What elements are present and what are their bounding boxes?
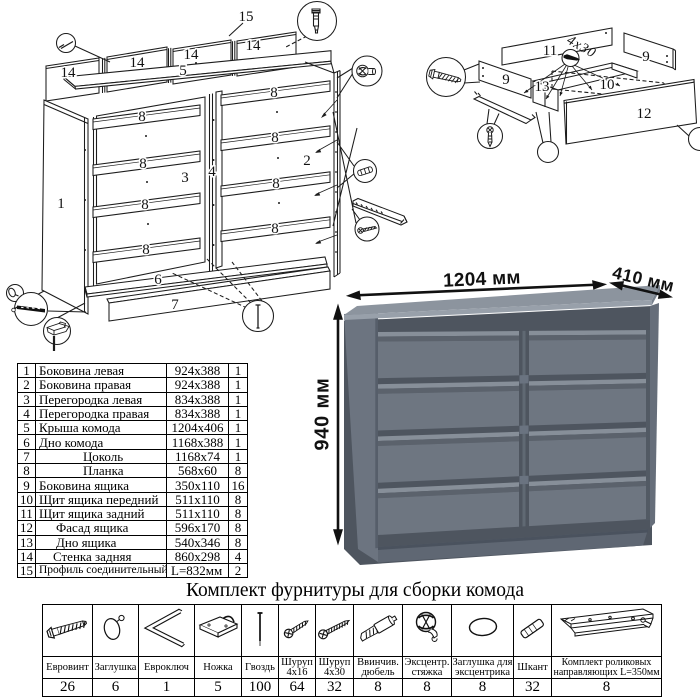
svg-text:8: 8 xyxy=(271,221,279,237)
svg-text:1: 1 xyxy=(57,196,65,212)
svg-text:8: 8 xyxy=(272,176,280,192)
svg-text:15: 15 xyxy=(239,9,254,25)
svg-text:8: 8 xyxy=(142,242,150,258)
svg-text:3: 3 xyxy=(181,170,189,186)
svg-text:9: 9 xyxy=(642,49,650,65)
svg-text:2: 2 xyxy=(303,153,311,169)
svg-text:8: 8 xyxy=(138,109,146,125)
svg-text:12: 12 xyxy=(637,106,652,122)
svg-text:14: 14 xyxy=(61,65,77,81)
svg-text:5: 5 xyxy=(179,63,187,79)
svg-text:8: 8 xyxy=(270,85,278,101)
svg-text:11: 11 xyxy=(543,43,557,59)
svg-text:4: 4 xyxy=(208,164,216,180)
svg-text:7: 7 xyxy=(171,297,179,313)
svg-text:1204 мм: 1204 мм xyxy=(443,267,522,291)
svg-text:13: 13 xyxy=(535,79,550,95)
svg-text:940 мм: 940 мм xyxy=(312,377,334,450)
svg-text:9: 9 xyxy=(502,72,510,88)
svg-text:8: 8 xyxy=(141,197,149,213)
svg-text:14: 14 xyxy=(246,38,262,54)
svg-text:14: 14 xyxy=(184,47,200,63)
svg-text:8: 8 xyxy=(271,130,279,146)
svg-text:10: 10 xyxy=(600,77,615,93)
svg-text:6: 6 xyxy=(154,272,162,288)
svg-text:8: 8 xyxy=(139,156,147,172)
svg-text:14: 14 xyxy=(130,55,146,71)
